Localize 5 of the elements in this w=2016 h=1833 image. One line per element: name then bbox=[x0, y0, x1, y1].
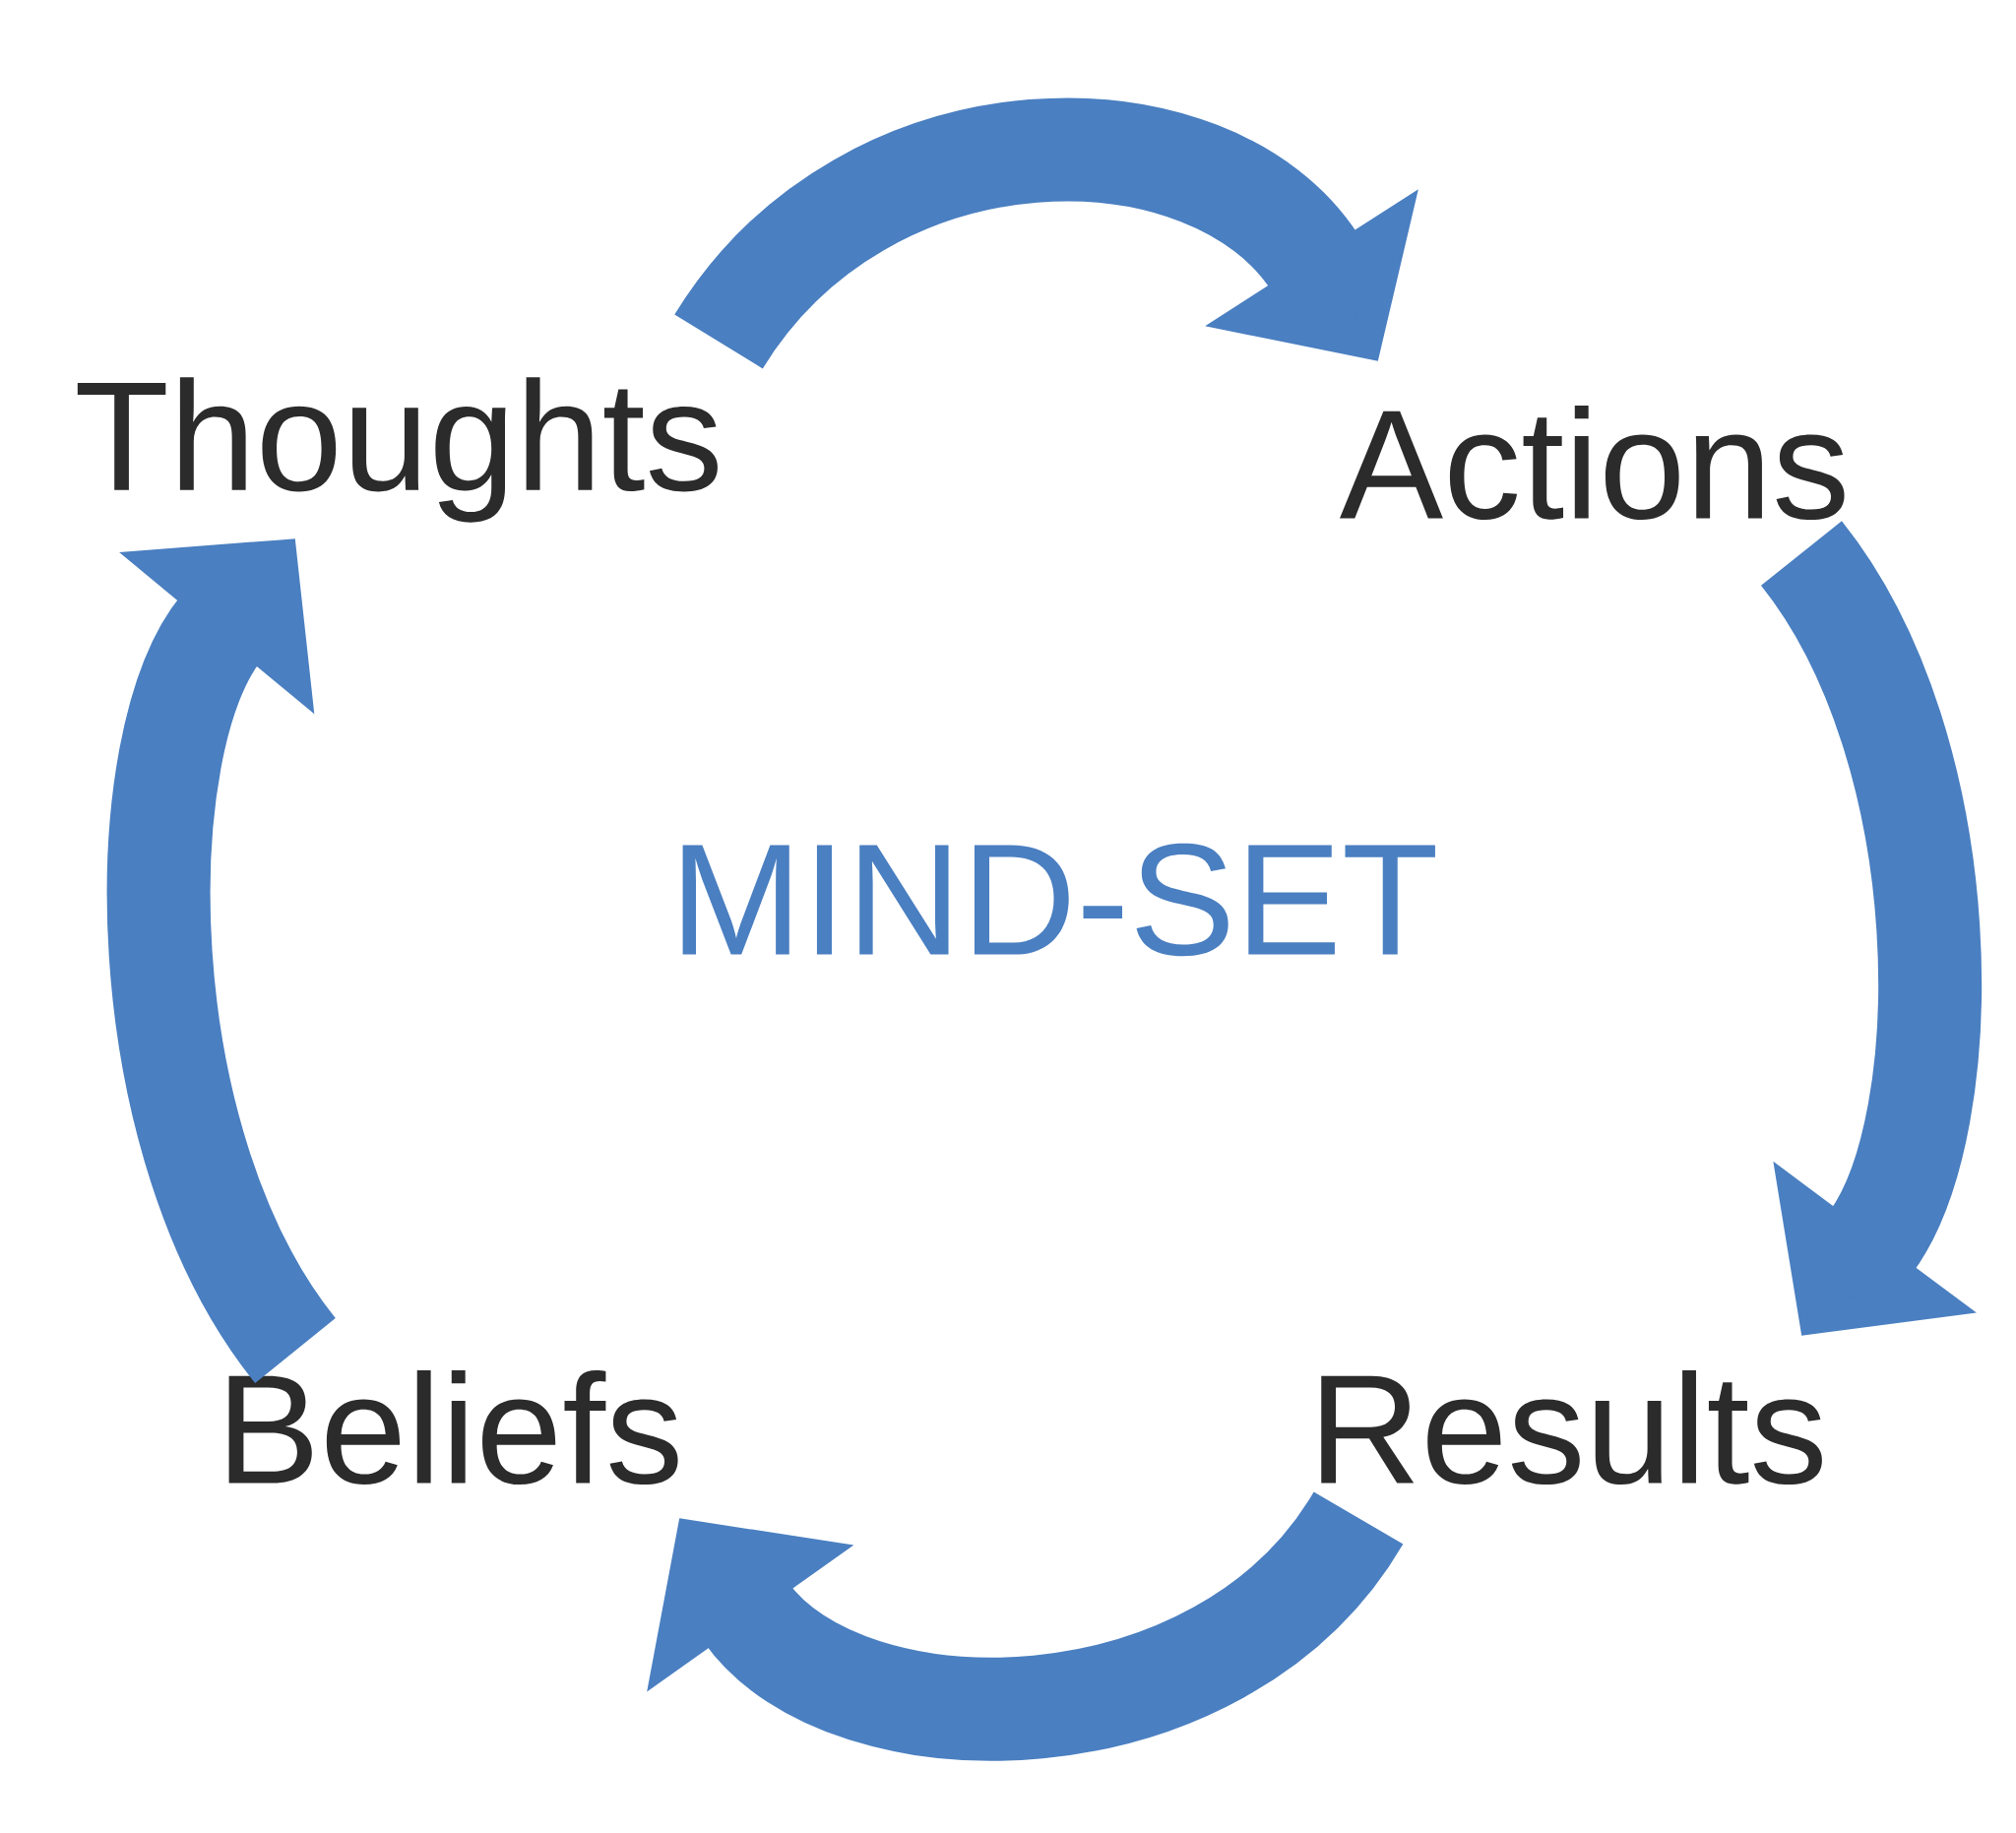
step-label: Actions bbox=[1340, 405, 1845, 521]
center-title: MIND-SET bbox=[682, 843, 1435, 957]
step-label: Thoughts bbox=[77, 377, 718, 523]
step-label: Beliefs bbox=[228, 1369, 678, 1485]
step-label: Results bbox=[1321, 1369, 1822, 1485]
